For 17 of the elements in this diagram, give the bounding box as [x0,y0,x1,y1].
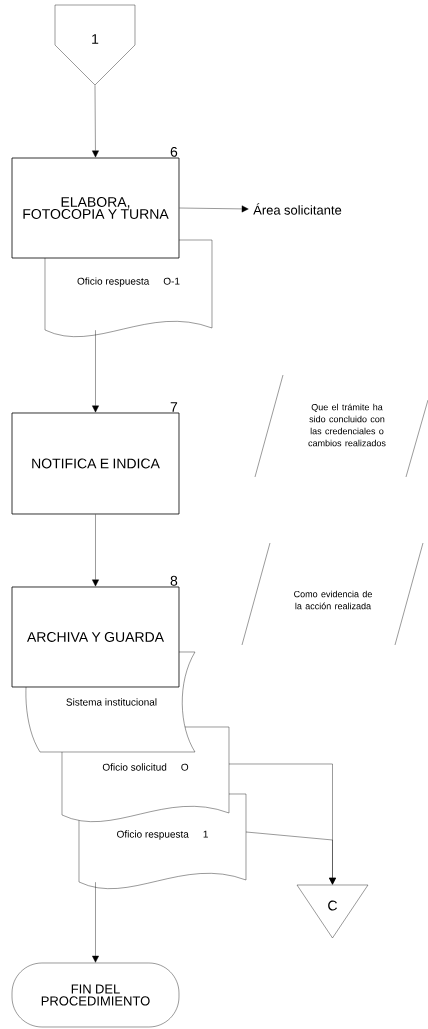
arrow [245,831,336,885]
arrow [92,882,99,963]
step-number: 8 [170,575,178,586]
arrow [92,514,99,587]
connector-pentagon: 1 [54,4,136,86]
offpage-connector-triangle: C [296,884,369,939]
arrow [92,330,99,413]
annotation-text: Como evidencia de la acción realizada [294,590,372,610]
destination-text: Área solicitante [253,203,342,215]
process-box: ELABORA, FOTOCOPIA Y TURNA [11,157,180,259]
annotation-text: Que el trámite ha sido concluido con las credenciales o cambios realizados [308,403,386,447]
process-box: ARCHIVA Y GUARDA [11,586,180,688]
step-number: 7 [170,402,178,412]
step-number: 6 [170,146,178,157]
arrow [179,205,249,213]
process-box: NOTIFICA E INDICA [11,412,180,515]
arrow [92,85,99,158]
